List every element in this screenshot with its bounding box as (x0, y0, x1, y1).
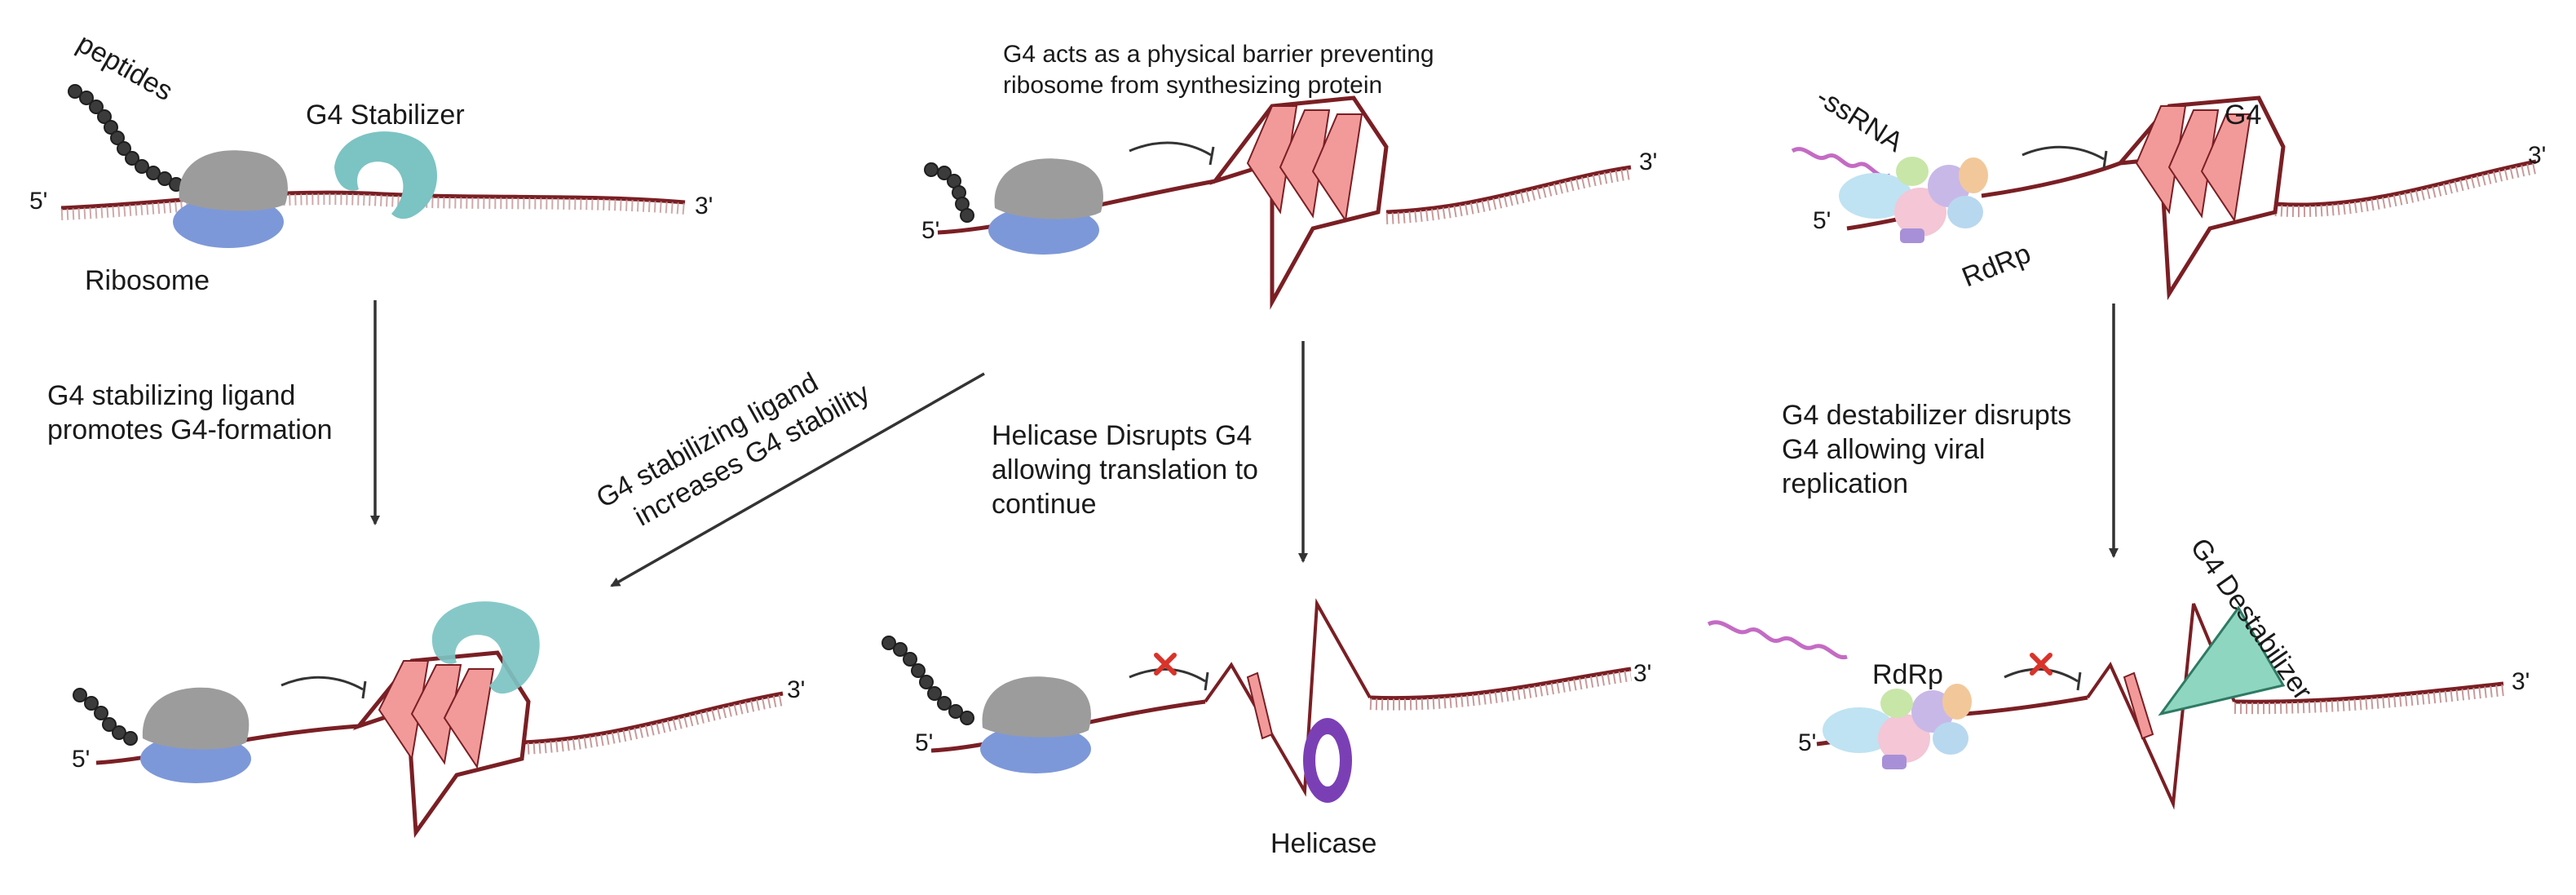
helicase-label: Helicase (1270, 828, 1376, 859)
five-prime-label: 5' (921, 217, 939, 244)
ssrna-strand (1791, 147, 1891, 179)
rna-ticks (2274, 162, 2538, 218)
diagonal-arrow (610, 372, 985, 587)
peptide-chain (73, 688, 138, 746)
five-prime-label: 5' (29, 188, 47, 215)
ribosome-large-subunit (982, 676, 1091, 738)
ssrna-strand (1707, 620, 1848, 660)
middle-arrow-caption-line-3: continue (992, 489, 1097, 520)
transition-arrows (370, 300, 2119, 587)
panel-5-helicase-unwinding: Helicase 5' 3' (881, 598, 1651, 859)
panel-2-caption-line-1: G4 acts as a physical barrier preventing (1003, 41, 1434, 68)
movement-arrow (1129, 667, 1206, 683)
peptide-chain (881, 636, 974, 725)
g4-fragment (1246, 671, 1274, 740)
g4-fragment (2123, 671, 2154, 740)
unfolded-g4-strand (2086, 603, 2236, 810)
middle-arrow-caption-line-1: Helicase Disrupts G4 (992, 420, 1252, 451)
rna-strand (1964, 695, 2088, 716)
rdrp-complex (1823, 684, 1972, 769)
mrna-ticks (1369, 670, 1633, 711)
rna-strand (2234, 681, 2504, 704)
unfolded-g4-strand (1204, 598, 1372, 797)
left-arrow-caption-line-1: G4 stabilizing ligand (47, 380, 295, 411)
three-prime-label: 3' (1639, 148, 1657, 175)
ribosome-large-subunit (142, 687, 250, 750)
g4-quadruplex (2115, 95, 2286, 300)
panel-6-destabilizer: RdRp G4 Destabilizer 5' 3' (1707, 533, 2530, 810)
movement-arrow (1129, 141, 1212, 157)
ssrna-label: -ssRNA (1811, 82, 1909, 158)
right-arrow-caption-line-2: G4 allowing viral (1782, 434, 1985, 465)
mrna-strand (1369, 667, 1632, 701)
five-prime-label: 5' (1798, 729, 1816, 756)
g4-stabilizer-label: G4 Stabilizer (306, 100, 465, 131)
three-prime-label: 3' (787, 676, 805, 703)
movement-arrow (281, 676, 364, 691)
movement-arrow (2004, 667, 2079, 683)
rdrp-label: RdRp (1958, 238, 2035, 294)
rdrp-complex (1839, 157, 1988, 243)
g4-label: G4 (2225, 100, 2261, 131)
peptide-chain (924, 162, 974, 223)
inhibition-x-icon (2030, 653, 2052, 676)
middle-arrow-caption-line-2: allowing translation to (992, 454, 1258, 485)
panel-4-stabilized-g4: 5' 3' (72, 601, 805, 839)
peptide-chain (68, 84, 183, 192)
right-arrow-caption-line-3: replication (1782, 468, 1908, 499)
block-bar (361, 680, 367, 699)
panel-2-g4-barrier: G4 acts as a physical barrier preventing… (921, 41, 1657, 310)
right-arrow-caption-line-1: G4 destabilizer disrupts (1782, 400, 2071, 431)
g4-destabilizer-icon (2158, 605, 2286, 716)
rna-strand (1981, 161, 2121, 198)
three-prime-label: 3' (695, 193, 713, 219)
five-prime-label: 5' (1813, 207, 1831, 234)
mrna-strand (1385, 165, 1632, 215)
inhibition-x-icon (1154, 653, 1177, 676)
g4-stabilizer-icon (431, 601, 540, 694)
rna-strand (2274, 159, 2537, 207)
panel-1-initial-translation: peptides G4 Stabilizer Ribosome 5' 3' (29, 28, 713, 296)
mrna-strand (521, 691, 784, 745)
block-bar (2076, 671, 2082, 691)
three-prime-label: 3' (2512, 668, 2530, 695)
diagonal-arrow-caption: G4 stabilizing ligand increases G4 stabi… (591, 367, 875, 533)
five-prime-label: 5' (72, 746, 90, 773)
left-arrow-caption-line-2: promotes G4-formation (47, 414, 333, 445)
mrna-strand (60, 190, 686, 210)
mrna-ticks (1385, 168, 1633, 224)
block-bar (2102, 150, 2108, 169)
block-bar (1204, 671, 1209, 691)
g4-quadruplex (352, 650, 531, 839)
three-prime-label: 3' (2528, 142, 2546, 169)
rdrp-label: RdRp (1872, 659, 1943, 690)
rna-ticks (2234, 685, 2504, 715)
panel-3-viral-replication: -ssRNA G4 RdRp 5' 3' (1791, 82, 2546, 300)
three-prime-label: 3' (1633, 660, 1651, 687)
helicase-ring-icon (1303, 718, 1352, 803)
ribosome-label: Ribosome (85, 265, 210, 296)
movement-arrow (2021, 145, 2105, 161)
mrna-ticks (60, 193, 686, 220)
five-prime-label: 5' (915, 729, 933, 756)
block-bar (1208, 146, 1215, 166)
ribosome-small-subunit (980, 724, 1091, 773)
panel-2-caption-line-2: ribosome from synthesizing protein (1003, 72, 1382, 99)
ribosome-large-subunit (179, 150, 288, 211)
g4-quadruplex (1209, 95, 1389, 310)
g4-stabilizer-icon (334, 131, 438, 219)
ribosome-large-subunit (994, 158, 1103, 219)
